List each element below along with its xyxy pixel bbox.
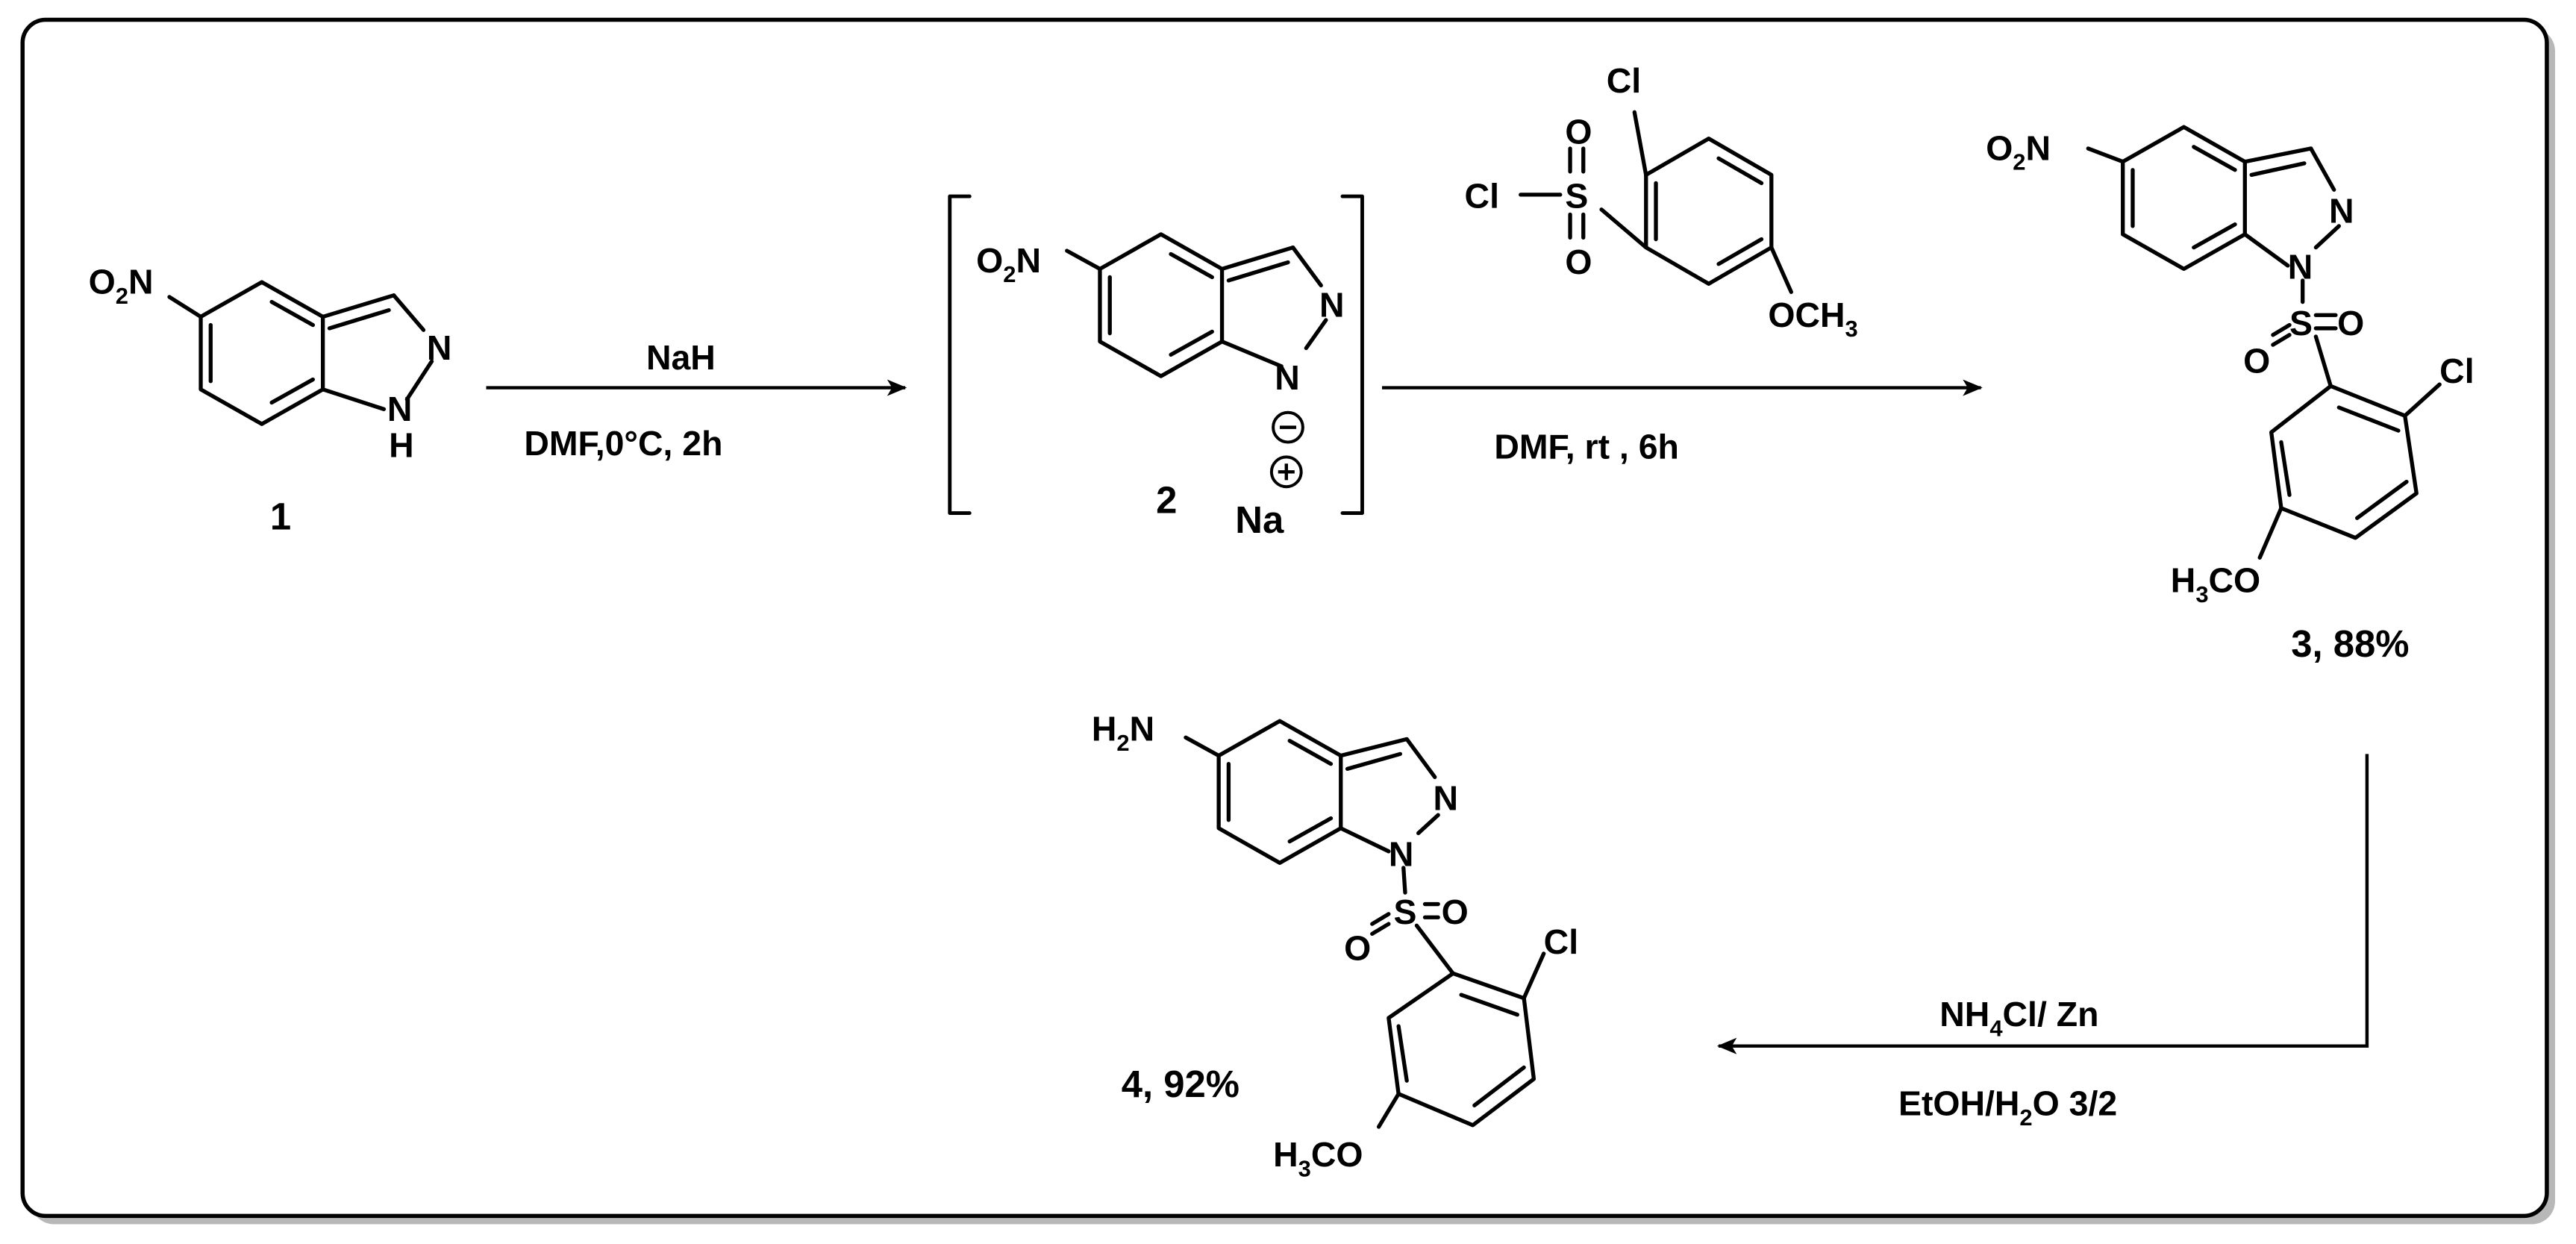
step-2-conditions: DMF, rt , 6h <box>1494 428 1679 466</box>
compound-3-sulfur: S <box>2289 304 2313 343</box>
sulfonyl-chloride-reagent <box>1519 110 1793 294</box>
compound-3-no2: O2N <box>1986 128 2051 175</box>
compound-3-methoxy: H3CO <box>2171 561 2260 607</box>
compound-3 <box>2086 125 2442 560</box>
compound-4-sulfur: S <box>1393 893 1416 931</box>
compound-3-n1: N <box>2288 248 2313 287</box>
cation-charge-circle <box>1269 455 1303 489</box>
reagent-cl-ring: Cl <box>1607 61 1641 100</box>
compound-1-label: 1 <box>270 496 291 538</box>
compound-2-n2: N <box>1319 285 1345 324</box>
compound-4-n1: N <box>1389 835 1414 874</box>
step-3-conditions: EtOH/H2O 3/2 <box>1898 1084 2117 1131</box>
step-1-conditions: DMF,0°C, 2h <box>524 424 722 463</box>
reagent-oxygen-top: O <box>1565 112 1592 151</box>
compound-2-no2: O2N <box>976 241 1041 287</box>
compound-2-sodium: Na <box>1235 498 1284 541</box>
compound-4-methoxy: H3CO <box>1273 1135 1363 1181</box>
compound-1-no2: O2N <box>89 263 154 309</box>
compound-2-n1: N <box>1275 358 1300 397</box>
compound-4 <box>1184 719 1546 1129</box>
compound-4-cl: Cl <box>1544 922 1578 961</box>
anion-charge-circle <box>1272 410 1304 444</box>
compound-3-oxygen-left: O <box>2243 342 2270 381</box>
compound-1-h: H <box>389 425 414 464</box>
compound-1-n1: N <box>387 390 413 428</box>
step-3-reagent: NH4Cl/ Zn <box>1939 995 2098 1041</box>
compound-4-label: 4, 92% <box>1122 1063 1239 1105</box>
compound-1 <box>167 280 434 426</box>
compound-2 <box>1065 232 1328 378</box>
compound-4-oxygen-right: O <box>1442 893 1469 931</box>
reagent-methoxy: OCH3 <box>1768 296 1857 342</box>
reagent-cl-sulfonyl: Cl <box>1465 177 1499 216</box>
reagent-oxygen-bottom: O <box>1565 243 1592 281</box>
scheme-frame <box>20 17 2549 1219</box>
compound-2-label: 2 <box>1156 479 1177 522</box>
compound-3-n2: N <box>2329 191 2354 230</box>
compound-3-label: 3, 88% <box>2291 622 2409 665</box>
compound-3-cl: Cl <box>2439 351 2474 390</box>
compound-4-oxygen-left: O <box>1344 929 1371 968</box>
step-1-reagent: NaH <box>646 338 716 377</box>
compound-4-n2: N <box>1434 779 1459 818</box>
arrow-step-3 <box>1716 754 2369 1054</box>
compound-2-brackets <box>948 194 1364 516</box>
compound-3-oxygen-right: O <box>2337 304 2364 343</box>
compound-4-nh2: H2N <box>1092 710 1154 756</box>
reagent-sulfur: S <box>1565 177 1588 216</box>
compound-1-n2: N <box>427 328 452 367</box>
